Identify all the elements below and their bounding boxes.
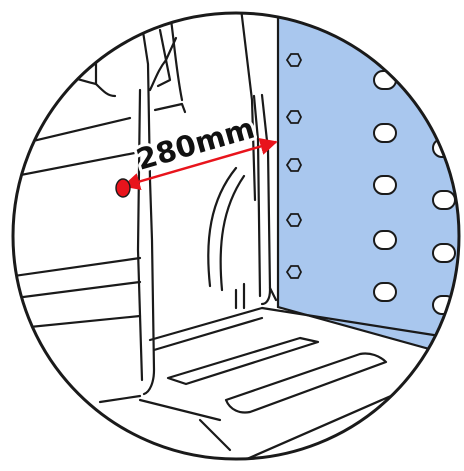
panel-clip-4: [285, 213, 303, 227]
panel-clip-2: [285, 110, 303, 124]
panel-slot-5: [373, 282, 397, 302]
panel-slot-6: [432, 85, 456, 105]
panel-slot-3: [373, 175, 397, 195]
panel-slot-4: [373, 230, 397, 250]
panel-slot-2: [373, 123, 397, 143]
panel-clip-1: [285, 53, 303, 67]
panel-slot-1: [373, 70, 397, 90]
panel-slot-10: [432, 295, 456, 315]
panel-clip-row: [285, 53, 303, 279]
dimension-line: [122, 137, 278, 191]
panel-clip-3: [285, 158, 303, 172]
panel-clip-5: [285, 265, 303, 279]
panel-slot-8: [432, 190, 456, 210]
panel-slot-9: [432, 243, 456, 263]
measure-point-marker: [115, 178, 131, 198]
detail-circle-frame: [11, 11, 461, 461]
